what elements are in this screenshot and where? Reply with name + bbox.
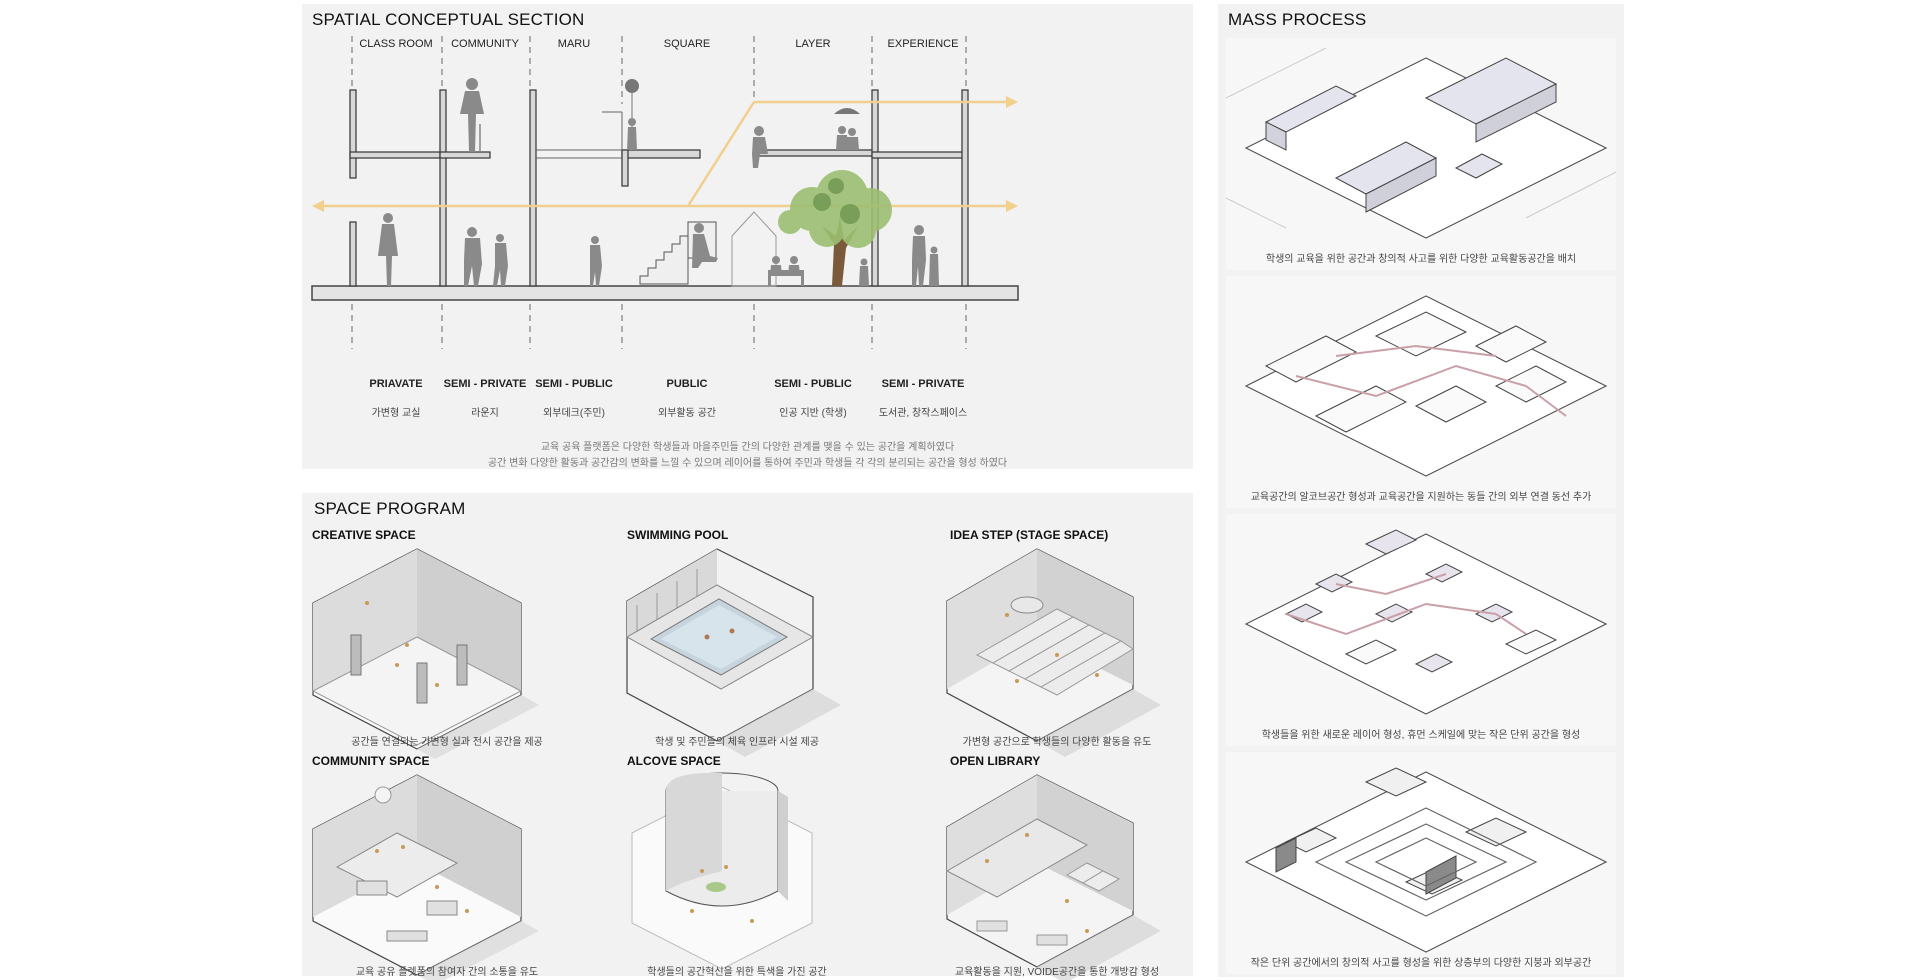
open-library-illustration (945, 774, 1161, 980)
mass-caption-4: 작은 단위 공간에서의 창의적 사고를 형성을 위한 상층부의 다양한 지붕과 … (1250, 958, 1592, 969)
program-label-community-space: COMMUNITY SPACE (312, 754, 430, 768)
mass-panel: MASS PROCESS 학생의 교육을 위한 공간과 창의적 사고를 위한 다… (1218, 4, 1624, 977)
mass-step-3-illustration (1244, 529, 1608, 715)
zone-label-3: SEMI - PUBLIC (535, 378, 613, 390)
program-caption-swimming-pool: 학생 및 주민들의 체육 인프라 시설 제공 (655, 737, 819, 748)
column-label-square: SQUARE (663, 38, 711, 50)
column-label-layer: LAYER (795, 38, 831, 50)
mass-caption-3: 학생들을 위한 새로운 레이어 형성, 휴먼 스케일에 맞는 작은 단위 공간을… (1261, 730, 1581, 741)
zone-label-5: SEMI - PUBLIC (774, 378, 852, 390)
mass-caption-1: 학생의 교육을 위한 공간과 창의적 사고를 위한 다양한 교육활동공간을 배치 (1265, 254, 1577, 265)
zone-kor-6: 도서관, 창작스페이스 (878, 408, 968, 419)
zone-kor-5: 인공 지반 (학생) (779, 408, 847, 419)
column-label-maru: MARU (557, 38, 591, 50)
zone-kor-1: 가변형 교실 (371, 408, 421, 419)
program-label-swimming-pool: SWIMMING POOL (627, 528, 729, 542)
section-title: SPATIAL CONCEPTUAL SECTION (312, 10, 585, 29)
mass-step-3: 학생들을 위한 새로운 레이어 형성, 휴먼 스케일에 맞는 작은 단위 공간을… (1226, 514, 1616, 746)
program-panel: SPACE PROGRAM CREATIVE SPACE SWIMMING PO… (302, 493, 1193, 980)
community-space-illustration (312, 774, 539, 980)
zone-label-6: SEMI - PRIVATE (881, 378, 965, 390)
column-label-community: COMMUNITY (451, 38, 519, 50)
mass-step-2-illustration (1244, 295, 1608, 477)
program-caption-community-space: 교육 공유 플렛폼의 참여자 간의 소통을 유도 (355, 967, 539, 978)
program-caption-idea-step: 가변형 공간으로 학생들의 다양한 활동을 유도 (962, 737, 1152, 748)
program-title: SPACE PROGRAM (314, 499, 466, 518)
idea-step-illustration (946, 548, 1161, 757)
section-note-2: 공간 변화 다양한 활동과 공간감의 변화를 느낄 수 있으며 레이어를 통하여… (487, 458, 1008, 469)
mass-step-2: 교육공간의 알코브공간 형성과 교육공간을 지원하는 동들 간의 외부 연결 동… (1226, 276, 1616, 508)
program-label-open-library: OPEN LIBRARY (950, 754, 1041, 768)
mass-step-1: 학생의 교육을 위한 공간과 창의적 사고를 위한 다양한 교육활동공간을 배치 (1225, 38, 1617, 270)
program-caption-creative-space: 공간들 연결되는 가변형 실과 전시 공간을 제공 (351, 737, 543, 748)
zone-kor-4: 외부활동 공간 (658, 408, 716, 419)
alcove-space-illustration (631, 772, 813, 970)
column-label-class-room: CLASS ROOM (359, 38, 433, 50)
mass-caption-2: 교육공간의 알코브공간 형성과 교육공간을 지원하는 동들 간의 외부 연결 동… (1250, 492, 1592, 503)
mass-step-4-illustration (1244, 767, 1608, 953)
creative-space-illustration (311, 548, 539, 759)
zone-kor-2: 라운지 (471, 408, 499, 419)
section-panel: SPATIAL CONCEPTUAL SECTION CLASS ROOM CO… (302, 4, 1193, 469)
mass-step-1-illustration (1225, 47, 1617, 239)
column-label-experience: EXPERIENCE (887, 38, 959, 50)
mass-title: MASS PROCESS (1228, 10, 1367, 29)
zone-label-2: SEMI - PRIVATE (443, 378, 527, 390)
program-caption-alcove-space: 학생들의 공간혁신을 위한 특색을 가진 공간 (647, 967, 827, 978)
zone-kor-3: 외부데크(주민) (543, 408, 605, 419)
program-label-creative-space: CREATIVE SPACE (312, 528, 416, 542)
section-drawing (311, 36, 1019, 349)
mass-step-4: 작은 단위 공간에서의 창의적 사고를 형성을 위한 상층부의 다양한 지붕과 … (1226, 752, 1616, 974)
section-note-1: 교육 공육 플랫폼은 다양한 학생들과 마을주민들 간의 다양한 관계를 맺을 … (540, 442, 955, 453)
program-caption-open-library: 교육활동을 지원, VOIDE공간을 통한 개방감 형성 (954, 967, 1160, 978)
zone-label-1: PRIAVATE (369, 378, 423, 390)
swimming-pool-illustration (625, 548, 841, 757)
zone-label-4: PUBLIC (666, 378, 708, 390)
program-label-alcove-space: ALCOVE SPACE (627, 754, 721, 768)
program-label-idea-step: IDEA STEP (STAGE SPACE) (950, 528, 1109, 542)
